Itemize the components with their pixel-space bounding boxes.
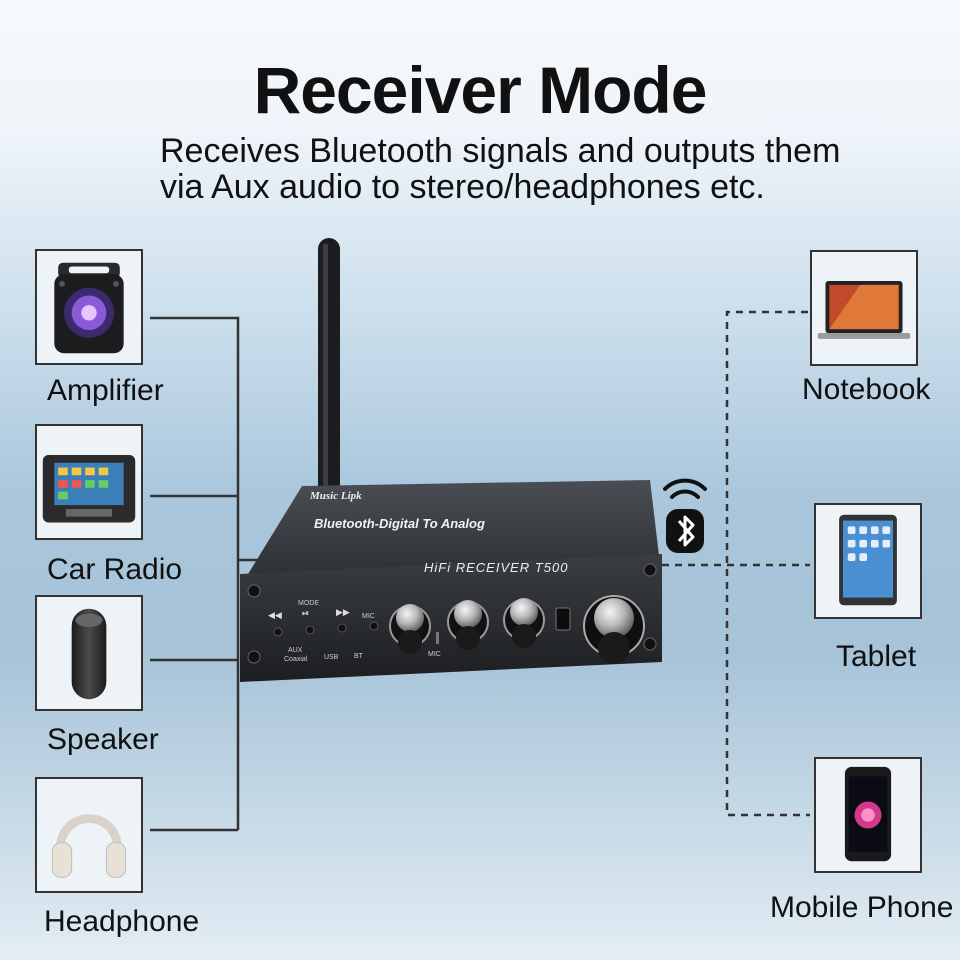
model-label: HiFi RECEIVER T500 xyxy=(424,560,568,575)
speaker-label: Speaker xyxy=(47,723,159,756)
brand-label: Music Lipk xyxy=(309,490,362,502)
laptop-icon xyxy=(817,281,911,339)
optical-port xyxy=(555,607,571,631)
subtitle-line-2: via Aux audio to stereo/headphones etc. xyxy=(160,168,765,206)
input-bus-line xyxy=(725,310,810,817)
mic-jack-label: MIC xyxy=(428,651,441,658)
page-subtitle: Receives Bluetooth signals and outputs t… xyxy=(160,133,920,205)
headphone-icon xyxy=(51,814,127,878)
amplifier-label: Amplifier xyxy=(47,374,164,407)
knob-1[interactable] xyxy=(389,604,431,654)
portable-speaker-icon xyxy=(54,262,124,354)
mic-label: MIC xyxy=(362,613,375,620)
car-radio-label: Car Radio xyxy=(47,553,183,586)
top-text: Bluetooth-Digital To Analog xyxy=(314,516,485,531)
bt-label: BT xyxy=(354,653,364,660)
amplifier-frame xyxy=(35,249,143,365)
tablet-label: Tablet xyxy=(836,640,917,673)
hifi-receiver-device: Music Lipk Bluetooth-Digital To Analog H… xyxy=(240,238,662,682)
aux-label: AUX xyxy=(288,647,303,654)
notebook-frame xyxy=(810,250,918,366)
car-radio-frame xyxy=(35,424,143,540)
bluetooth-signal-icon xyxy=(663,478,707,553)
mobile-phone-frame xyxy=(814,757,922,873)
tablet-frame xyxy=(814,503,922,619)
mode-label: MODE xyxy=(298,600,319,607)
volume-knob[interactable] xyxy=(583,595,645,664)
antenna xyxy=(318,238,340,508)
mobile-phone-label: Mobile Phone xyxy=(770,891,954,924)
page-title: Receiver Mode xyxy=(253,53,708,127)
device-top xyxy=(242,480,660,584)
headphone-label: Headphone xyxy=(44,905,200,938)
coaxial-label: Coaxial xyxy=(284,656,308,663)
svg-text:⏯: ⏯ xyxy=(302,608,309,618)
phone-icon xyxy=(844,766,892,862)
knob-2[interactable] xyxy=(447,600,489,650)
headphone-frame xyxy=(35,777,143,893)
car-radio-icon xyxy=(42,455,136,523)
usb-label: USB xyxy=(324,654,339,661)
tablet-icon xyxy=(839,514,897,606)
svg-text:▶▶: ▶▶ xyxy=(336,607,350,617)
cylinder-speaker-icon xyxy=(71,608,107,700)
subtitle-line-1: Receives Bluetooth signals and outputs t… xyxy=(160,132,841,170)
knob-3[interactable] xyxy=(503,598,545,648)
speaker-frame xyxy=(35,595,143,711)
svg-text:◀◀: ◀◀ xyxy=(268,610,282,620)
notebook-label: Notebook xyxy=(802,373,931,406)
